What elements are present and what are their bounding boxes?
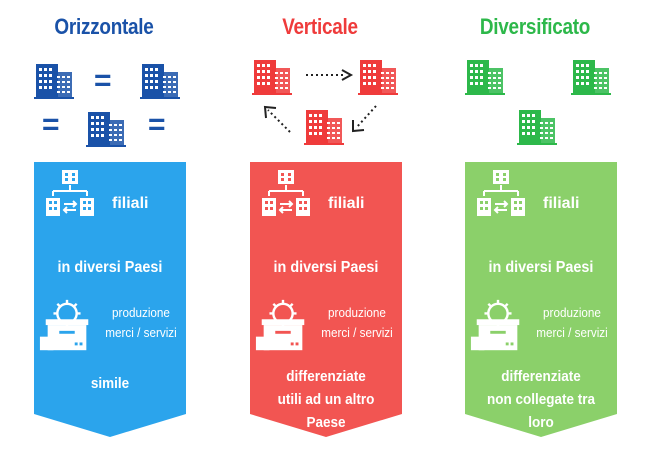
production-label: produzione merci / servizi — [101, 303, 182, 343]
produzione-text: produzione — [112, 305, 170, 320]
building-icon — [358, 56, 398, 96]
production-label: produzione merci / servizi — [317, 303, 398, 343]
banner: filiali in diversi Paesi produzione merc… — [34, 162, 186, 437]
merci-text: merci / servizi — [105, 325, 177, 340]
merci-text: merci / servizi — [321, 325, 393, 340]
merci-text: merci / servizi — [536, 325, 608, 340]
column-orizzontale: Orizzontale = = = filiali in diversi Pae… — [4, 0, 204, 461]
description: differenziate utili ad un altro Paese — [258, 365, 395, 434]
description-line-1: differenziate — [286, 368, 366, 385]
equals-sign: = — [42, 108, 60, 141]
paesi-label: in diversi Paesi — [57, 259, 163, 276]
building-icon — [34, 60, 74, 100]
column-title: Diversificato — [479, 14, 591, 39]
banner: filiali in diversi Paesi produzione merc… — [465, 162, 617, 437]
filiali-label: filiali — [328, 195, 365, 212]
paesi-label: in diversi Paesi — [273, 259, 379, 276]
production-box-icon — [38, 298, 96, 356]
dotted-arrow — [352, 105, 377, 133]
building-icon — [140, 60, 180, 100]
building-icon — [465, 56, 505, 96]
description-line-1: simile — [90, 375, 130, 392]
production-box-icon — [254, 298, 312, 356]
subsidiaries-icon — [256, 168, 316, 228]
produzione-text: produzione — [543, 305, 601, 320]
building-icon — [86, 108, 126, 148]
description-line-1: differenziate — [501, 368, 581, 385]
description: differenziate non collegate tra loro — [473, 365, 610, 434]
dotted-arrow — [263, 105, 291, 133]
production-label: produzione merci / servizi — [532, 303, 613, 343]
column-title: Orizzontale — [54, 14, 154, 39]
subsidiaries-icon — [40, 168, 100, 228]
column-title: Verticale — [282, 14, 358, 39]
filiali-label: filiali — [543, 195, 580, 212]
description-line-2: utili ad un altro Paese — [277, 391, 375, 431]
building-icon — [252, 56, 292, 96]
equals-sign: = — [94, 64, 112, 97]
filiali-label: filiali — [112, 195, 149, 212]
paesi-label: in diversi Paesi — [488, 259, 594, 276]
produzione-text: produzione — [328, 305, 386, 320]
subsidiaries-icon — [471, 168, 531, 228]
building-icon — [517, 106, 557, 146]
banner: filiali in diversi Paesi produzione merc… — [250, 162, 402, 437]
production-box-icon — [469, 298, 527, 356]
building-icon — [304, 106, 344, 146]
description-line-2: non collegate tra loro — [486, 391, 596, 431]
column-diversificato: Diversificato filiali in diversi Paesi p… — [435, 0, 635, 461]
description: simile — [42, 372, 179, 395]
equals-sign: = — [148, 108, 166, 141]
dotted-arrow — [306, 69, 354, 81]
building-icon — [571, 56, 611, 96]
column-verticale: Verticale filiali in diversi Paesi produ… — [220, 0, 420, 461]
